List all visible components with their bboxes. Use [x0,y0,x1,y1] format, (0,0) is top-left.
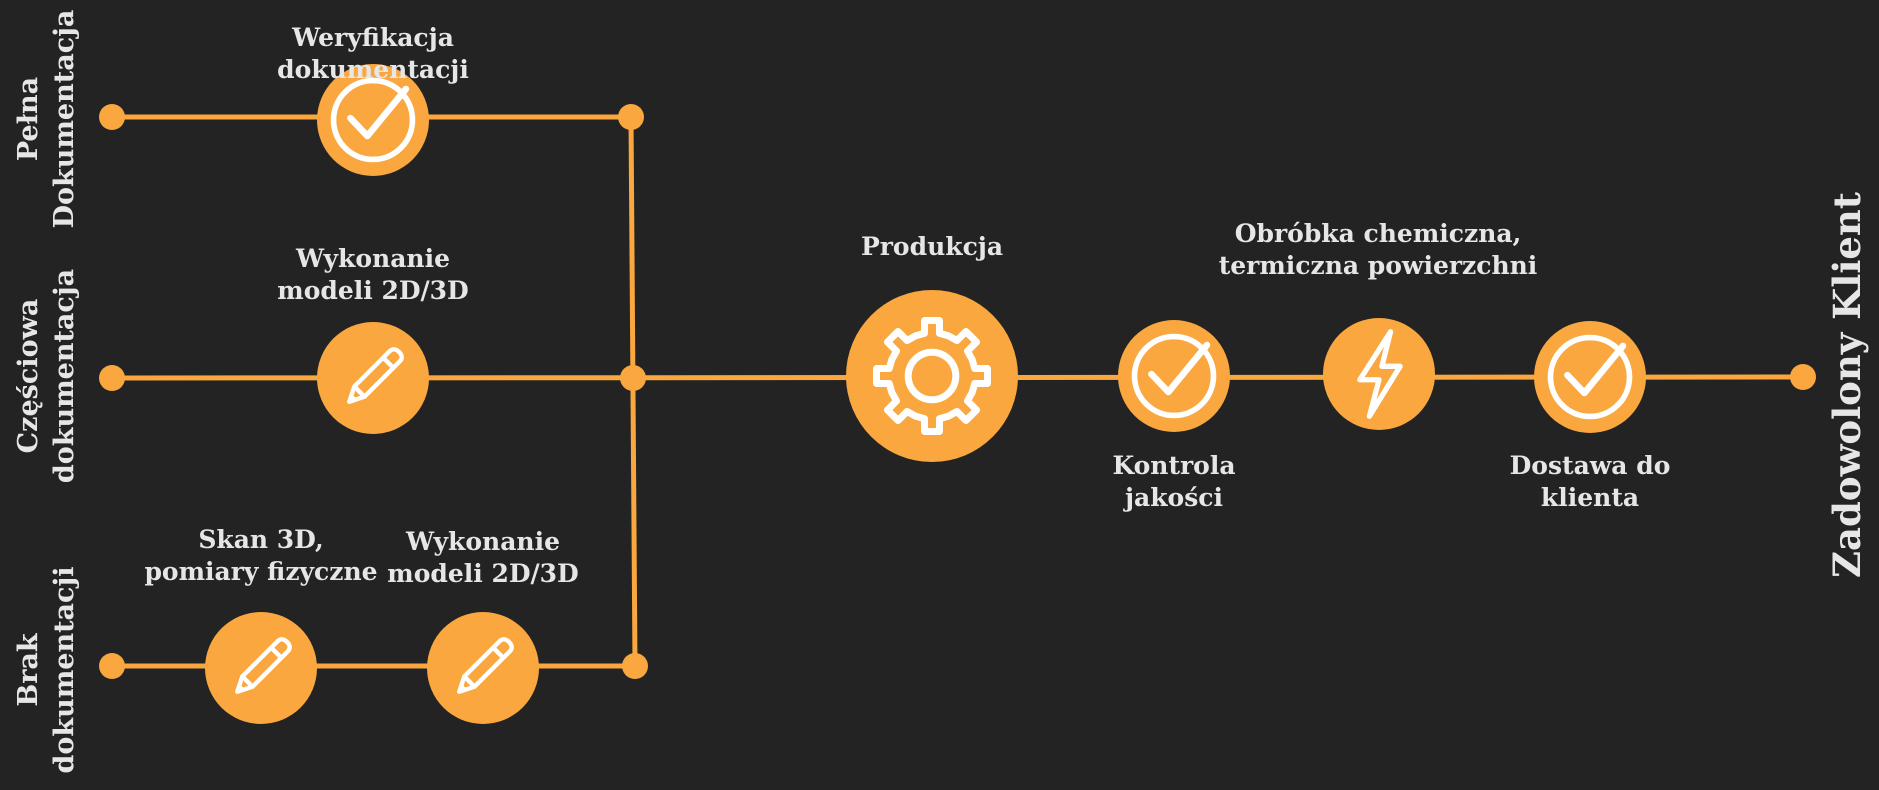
dot-junction-middle [620,365,646,391]
row-label-partial: Częściowa dokumentacja [13,268,80,484]
connector-dots [99,104,1816,679]
label-treatment: Obróbka chemiczna, termiczna powierzchni [1218,219,1538,280]
dot-junction-top [618,104,644,130]
dot-start-full [99,104,125,130]
dot-junction-bottom [622,653,648,679]
label-models-partial: Wykonanie modeli 2D/3D [277,244,469,305]
dot-end [1790,364,1816,390]
node-production [846,290,1018,462]
label-verification: Weryfikacja dokumentacji [277,23,469,84]
node-verification [317,64,429,176]
dot-start-none [99,653,125,679]
label-scan: Skan 3D, pomiary fizyczne [144,525,378,586]
node-quality [1118,320,1230,432]
row-label-full: Pełna Dokumentacja [13,9,80,229]
process-flow-graphic [99,64,1816,724]
process-diagram: Weryfikacja dokumentacji Wykonanie model… [13,9,1869,774]
node-models-partial [317,322,429,434]
label-models-none: Wykonanie modeli 2D/3D [387,527,579,588]
dot-start-partial [99,365,125,391]
node-treatment [1323,318,1435,430]
node-models-none [427,612,539,724]
node-delivery [1534,321,1646,433]
label-production: Produkcja [860,232,1004,261]
end-label: Zadowolony Klient [1825,192,1869,578]
label-quality: Kontrola jakości [1112,451,1236,512]
line-vertical [628,114,638,669]
row-label-none: Brak dokumentacji [13,566,80,774]
node-scan [205,612,317,724]
label-delivery: Dostawa do klienta [1509,451,1671,512]
